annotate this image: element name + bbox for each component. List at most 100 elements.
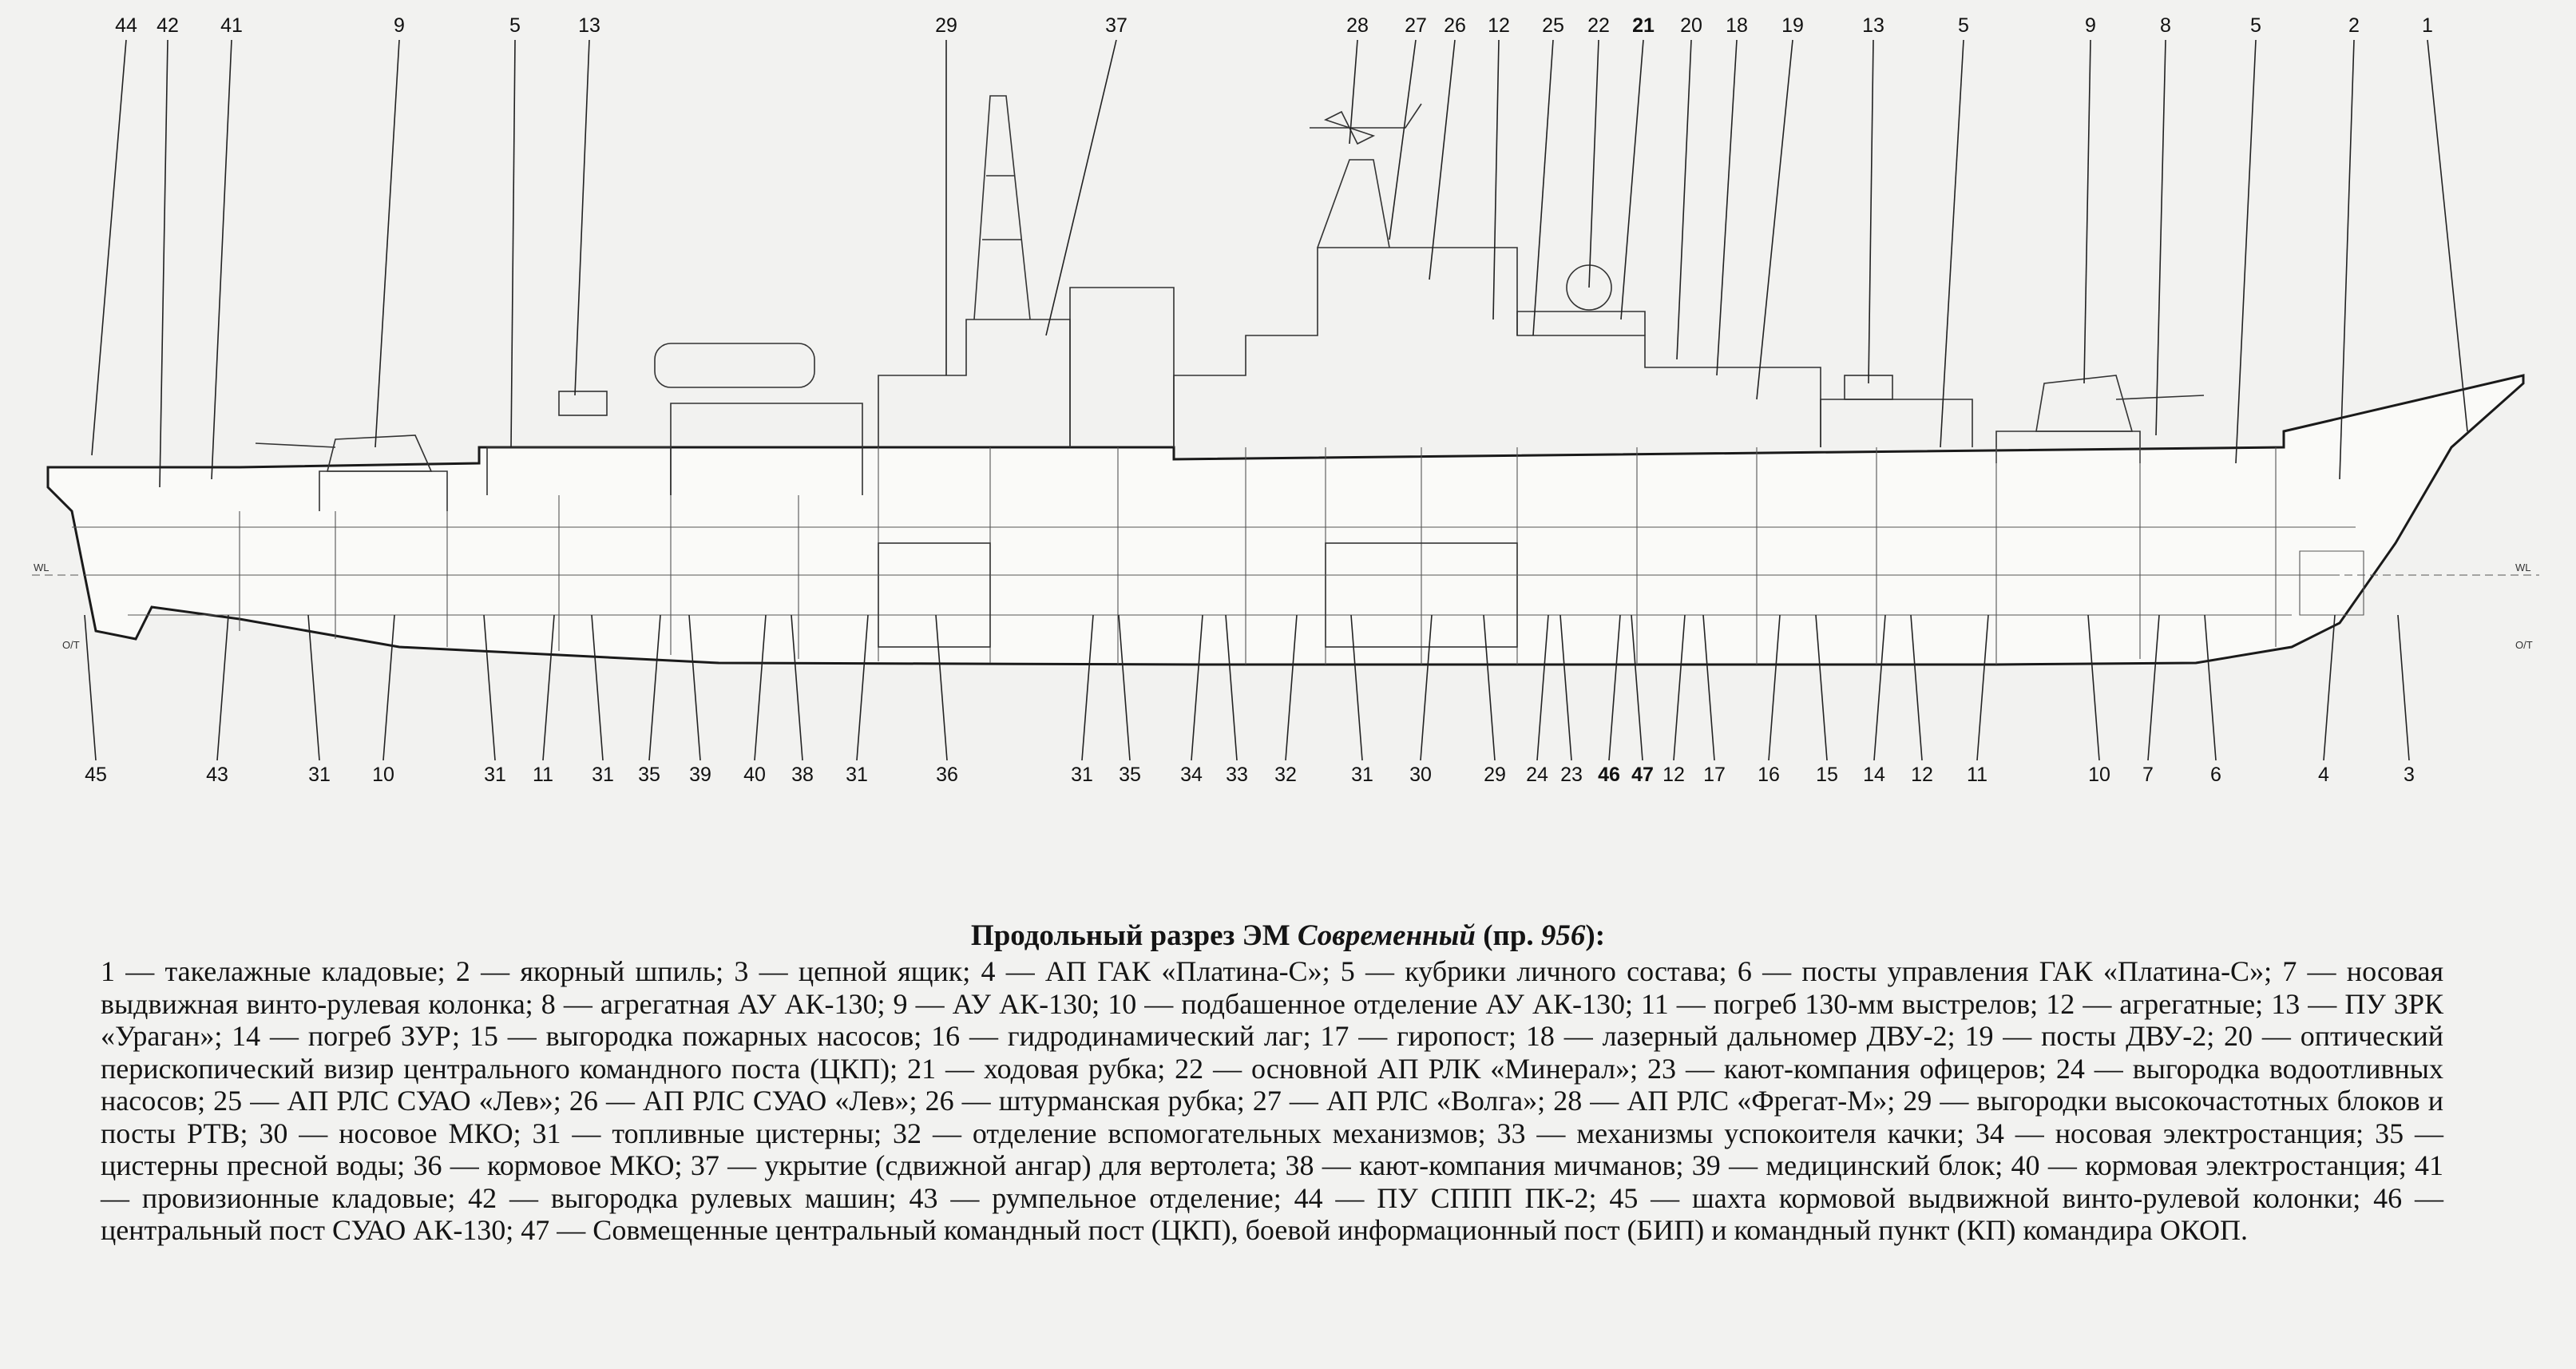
baseline-label-aft: O/T — [62, 639, 80, 651]
top-callout-leader — [1492, 39, 1500, 320]
bottom-callout-leader — [1873, 614, 1886, 761]
caption-prefix: Продольный разрез ЭМ — [970, 919, 1298, 952]
bottom-callout-leader — [1536, 614, 1549, 761]
bottom-callout-label: 40 — [743, 764, 766, 786]
bottom-callout-leader — [1976, 614, 1989, 761]
bottom-callout-label: 31 — [308, 764, 331, 786]
bottom-callout-leader — [1118, 614, 1131, 761]
top-callout-leader — [2155, 39, 2166, 436]
top-callout-label: 21 — [1632, 14, 1655, 37]
top-callout-leader — [1389, 39, 1417, 240]
top-callout-leader — [1940, 39, 1964, 448]
bottom-callout-label: 39 — [689, 764, 711, 786]
bottom-callout-leader — [1285, 614, 1298, 761]
top-callout-label: 9 — [394, 14, 405, 37]
bottom-callout-label: 29 — [1484, 764, 1506, 786]
top-callout-leader — [1349, 39, 1358, 145]
bottom-callout-leader — [2204, 614, 2217, 761]
top-callout-label: 5 — [1958, 14, 1969, 37]
bottom-callout-label: 31 — [592, 764, 614, 786]
bottom-callout-leader — [2147, 614, 2160, 761]
bottom-callout-label: 16 — [1758, 764, 1780, 786]
chain-locker — [2299, 550, 2364, 616]
baseline-label-fwd: O/T — [2515, 639, 2533, 651]
waterline-label-fwd: WL — [2515, 561, 2531, 573]
fregat-radar-antenna — [1323, 110, 1376, 145]
bottom-callout-leader — [84, 614, 97, 761]
aft-uragan-launcher — [558, 391, 608, 416]
aft-engine-room — [878, 542, 991, 648]
bottom-callout-label: 12 — [1911, 764, 1933, 786]
bottom-callout-leader — [1483, 614, 1496, 761]
bottom-callout-label: 7 — [2142, 764, 2154, 786]
bottom-callout-label: 33 — [1226, 764, 1248, 786]
bottom-callout-label: 36 — [936, 764, 958, 786]
top-callout-label: 8 — [2160, 14, 2171, 37]
bottom-callout-leader — [1702, 614, 1715, 761]
bottom-callout-label: 30 — [1409, 764, 1432, 786]
bottom-callout-label: 46 — [1598, 764, 1620, 786]
bottom-callout-label: 4 — [2318, 764, 2329, 786]
masts — [973, 95, 1612, 320]
top-callout-label: 26 — [1444, 14, 1466, 37]
bottom-callout-leader — [483, 614, 496, 761]
bottom-callout-label: 38 — [791, 764, 814, 786]
top-callout-leader — [574, 39, 590, 396]
bottom-callout-label: 17 — [1703, 764, 1726, 786]
top-callout-leader — [1868, 39, 1874, 384]
bottom-callout-leader — [1631, 614, 1643, 761]
funnel-block — [1069, 287, 1175, 447]
bottom-callout-label: 31 — [846, 764, 868, 786]
top-callout-leader — [1716, 39, 1738, 376]
weapons — [255, 343, 2205, 472]
top-callout-label: 2 — [2348, 14, 2360, 37]
top-callout-leader — [1588, 39, 1599, 288]
bottom-callout-leader — [1768, 614, 1781, 761]
top-callout-label: 25 — [1542, 14, 1564, 37]
top-callout-leader — [1620, 39, 1644, 320]
top-callout-label: 1 — [2422, 14, 2433, 37]
bottom-callout-leader — [935, 614, 948, 761]
top-callout-label: 5 — [509, 14, 521, 37]
waterline-label-aft: WL — [34, 561, 50, 573]
bottom-callout-leader — [1420, 614, 1433, 761]
top-callout-label: 42 — [157, 14, 179, 37]
bottom-callout-label: 34 — [1180, 764, 1203, 786]
bottom-callout-leader — [1350, 614, 1363, 761]
bottom-callout-label: 10 — [372, 764, 394, 786]
caption-suffix: ): — [1585, 919, 1606, 952]
legend-text: 1 — такелажные кладовые; 2 — якорный шпи… — [101, 955, 2443, 1246]
top-callout-leader — [2083, 39, 2091, 384]
top-callout-label: 37 — [1105, 14, 1127, 37]
bottom-callout-leader — [754, 614, 767, 761]
bottom-callout-label: 12 — [1663, 764, 1685, 786]
bottom-callout-leader — [1608, 614, 1621, 761]
bottom-callout-label: 15 — [1816, 764, 1838, 786]
bottom-callout-leader — [1225, 614, 1238, 761]
aft-lattice-mast — [973, 95, 1031, 320]
bottom-callout-label: 31 — [1351, 764, 1373, 786]
bottom-callout-leader — [591, 614, 604, 761]
top-callout-label: 20 — [1680, 14, 1702, 37]
top-callout-label: 29 — [935, 14, 957, 37]
bottom-callout-leader — [1815, 614, 1828, 761]
top-callout-leader — [1045, 39, 1117, 336]
top-callout-label: 13 — [1862, 14, 1884, 37]
bottom-callout-label: 31 — [1071, 764, 1093, 786]
bottom-callout-label: 35 — [1119, 764, 1141, 786]
aft-mast-block — [878, 319, 1071, 447]
main-superstructure — [1173, 247, 1821, 447]
bottom-callout-leader — [542, 614, 555, 761]
figure-caption: Продольный разрез ЭМ Современный (пр. 95… — [0, 919, 2576, 953]
top-callout-leader — [2339, 39, 2355, 480]
forward-mast — [1310, 103, 1422, 248]
bottom-callout-label: 14 — [1863, 764, 1885, 786]
top-callout-leader — [1676, 39, 1692, 360]
bottom-callout-label: 11 — [1967, 764, 1987, 786]
bottom-callout-leader — [856, 614, 869, 761]
bottom-callout-leader — [2397, 614, 2410, 761]
top-callout-leader — [211, 39, 232, 480]
